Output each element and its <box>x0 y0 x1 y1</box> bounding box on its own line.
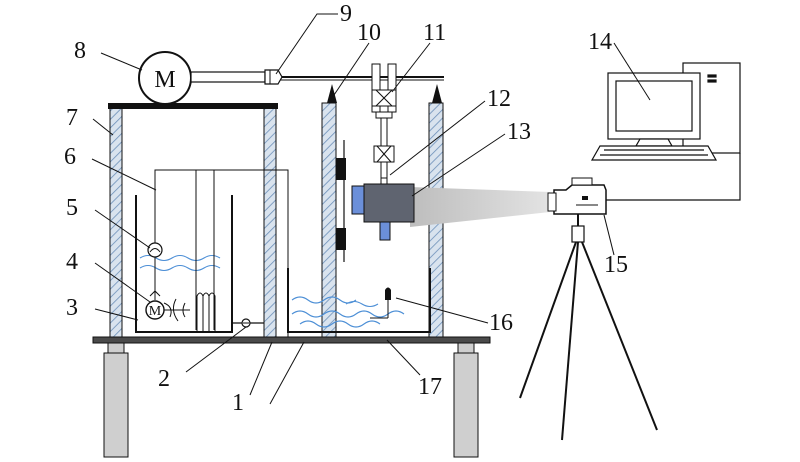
callout-numbers: 1 2 3 4 5 6 7 8 9 10 11 12 13 14 15 16 1… <box>64 1 628 416</box>
callout-15: 15 <box>604 252 628 278</box>
callout-9: 9 <box>340 1 352 27</box>
drive-shaft <box>190 71 444 83</box>
bearing-assembly <box>371 63 397 119</box>
callout-4: 4 <box>66 249 78 275</box>
base-plate <box>92 336 491 344</box>
table-leg-right <box>453 342 479 458</box>
test-tank-water <box>291 296 405 328</box>
frame-column-right <box>263 107 277 338</box>
callout-5: 5 <box>66 195 78 221</box>
flow-meter <box>147 242 163 258</box>
leader-lines <box>91 13 651 405</box>
clamp-rail <box>336 140 346 262</box>
callout-14: 14 <box>588 29 612 55</box>
light-beam <box>410 187 550 227</box>
callout-6: 6 <box>64 144 76 170</box>
tripod <box>519 225 658 441</box>
heater-coil <box>196 292 216 332</box>
motor: M <box>138 51 192 105</box>
guide-column-left <box>321 84 337 338</box>
sensor <box>370 287 391 319</box>
callout-17: 17 <box>418 374 442 400</box>
pump-symbol: M <box>149 304 162 319</box>
callout-12: 12 <box>487 86 511 112</box>
motor-symbol: M <box>154 67 175 93</box>
callout-11: 11 <box>423 20 446 46</box>
pipe <box>154 169 289 337</box>
coupling <box>264 69 283 85</box>
test-tank <box>287 268 431 333</box>
callout-16: 16 <box>489 310 513 336</box>
pump: M <box>145 290 190 322</box>
specimen-box <box>351 177 415 241</box>
computer <box>590 62 741 161</box>
callout-10: 10 <box>357 20 381 46</box>
callout-13: 13 <box>507 119 531 145</box>
water-tank <box>135 195 233 333</box>
table-leg-left <box>103 342 129 458</box>
frame-column-left <box>109 107 123 338</box>
shaft <box>373 117 395 181</box>
callout-7: 7 <box>66 105 78 131</box>
tank-water <box>139 254 221 272</box>
callout-1: 1 <box>232 390 244 416</box>
camera <box>547 177 607 226</box>
callout-8: 8 <box>74 38 86 64</box>
frame-top-plate <box>108 103 278 109</box>
callout-2: 2 <box>158 366 170 392</box>
valve <box>232 318 264 328</box>
callout-3: 3 <box>66 295 78 321</box>
cable <box>606 153 741 201</box>
